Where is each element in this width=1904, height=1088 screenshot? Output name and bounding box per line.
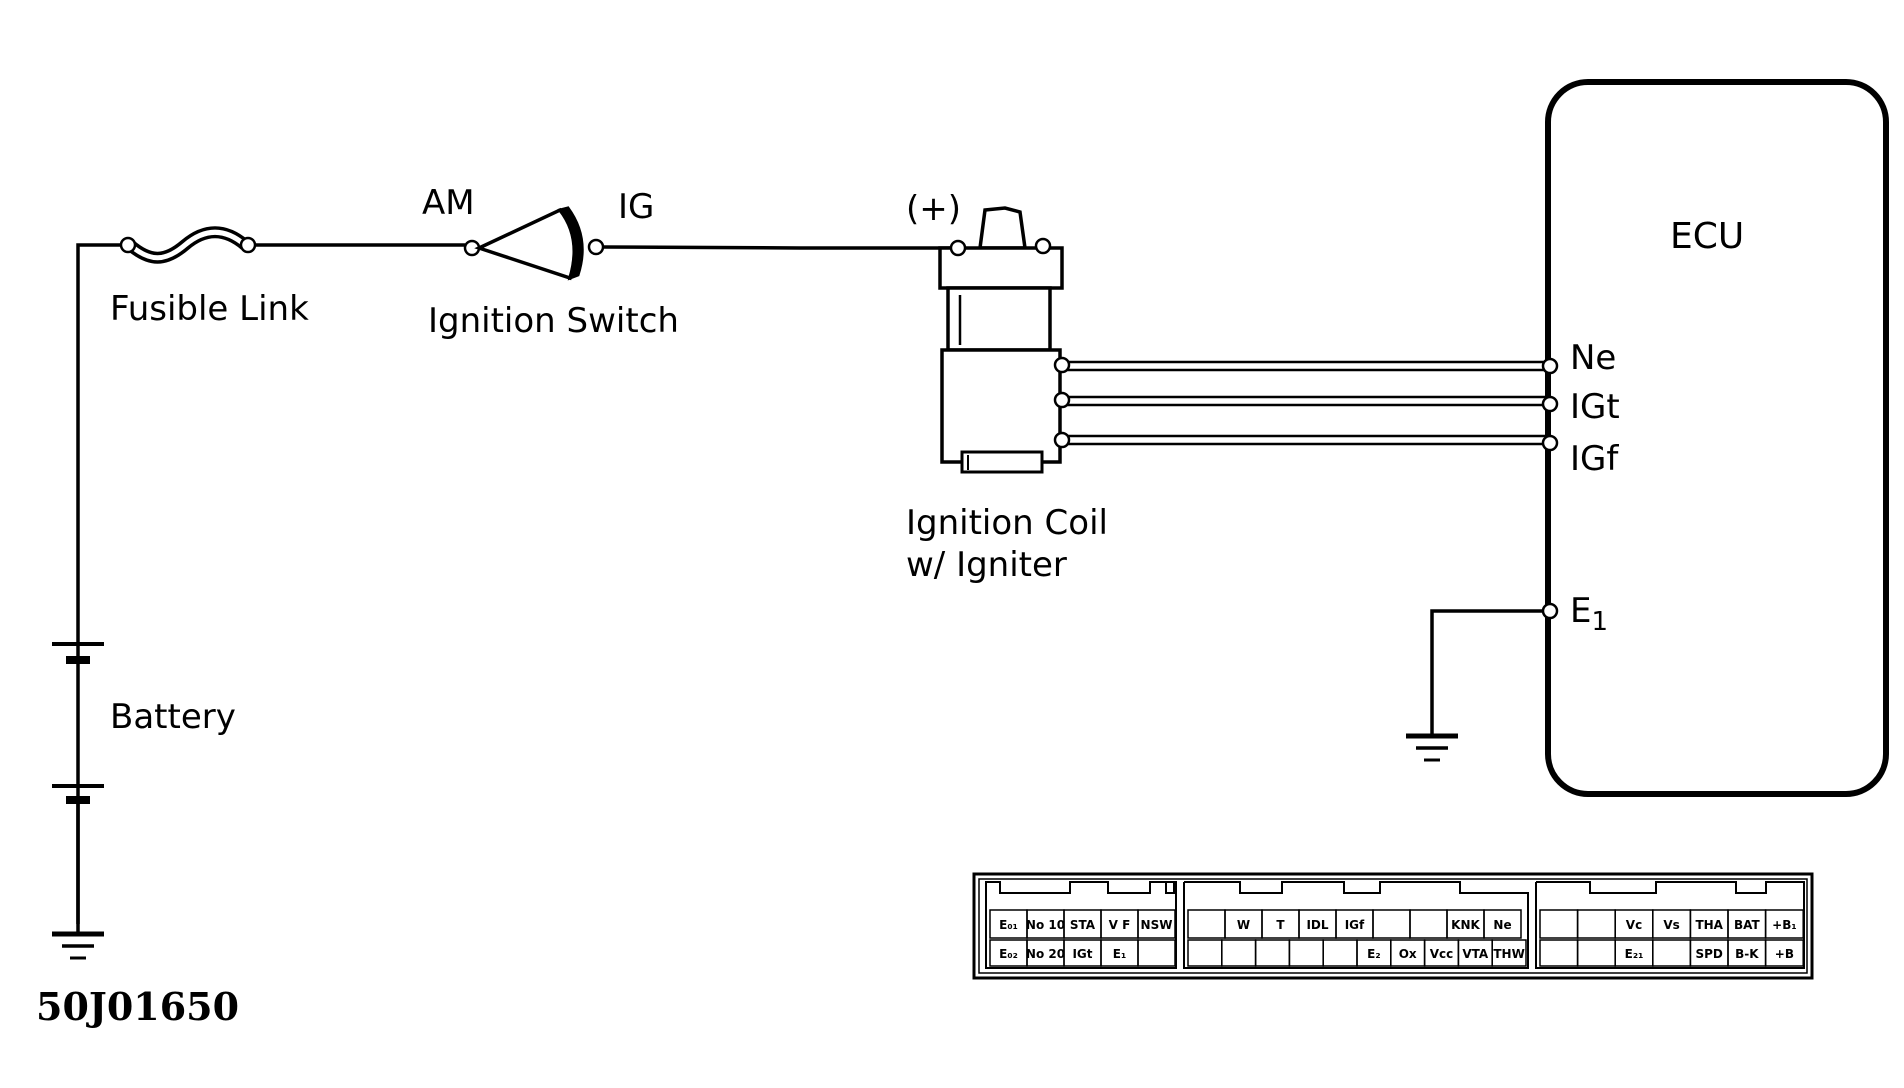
connector-pin-label: BAT bbox=[1734, 918, 1761, 932]
ecu-igf-label: IGf bbox=[1570, 439, 1619, 479]
signal-wires bbox=[1053, 356, 1550, 449]
connector-pin-cell bbox=[1483, 909, 1522, 939]
connector-pin-label: +B bbox=[1775, 947, 1794, 961]
connector-pin-label: Vcc bbox=[1430, 947, 1454, 961]
ecu-ne-label: Ne bbox=[1570, 338, 1616, 378]
e1-ground-wire bbox=[1430, 609, 1543, 736]
connector-pin-label: STA bbox=[1070, 918, 1096, 932]
ignition-switch-label: Ignition Switch bbox=[428, 301, 679, 341]
connector-pin-label: Ne bbox=[1493, 918, 1511, 932]
battery-ground-symbol bbox=[52, 931, 104, 960]
connector-pin-cell bbox=[1764, 909, 1804, 939]
igniter-igf-terminal bbox=[1053, 431, 1071, 449]
ignition-coil-label-line2: w/ Igniter bbox=[906, 545, 1067, 585]
connector-pin-label: VTA bbox=[1462, 947, 1489, 961]
connector-pin-label: E₁ bbox=[1113, 947, 1126, 961]
ecu-ne-terminal bbox=[1541, 357, 1559, 375]
battery-label: Battery bbox=[110, 697, 236, 737]
ignition-coil-with-igniter bbox=[938, 206, 1064, 474]
connector-pin-label: T bbox=[1276, 918, 1285, 932]
connector-pin-label: V F bbox=[1109, 918, 1131, 932]
ecu-e1-label-sub: 1 bbox=[1591, 607, 1608, 637]
connector-pin-label: THW bbox=[1493, 947, 1524, 961]
connector-pin-cell bbox=[1137, 939, 1176, 967]
connector-pin-label: KNK bbox=[1451, 918, 1480, 932]
connector-pin-label: E₂₁ bbox=[1625, 947, 1644, 961]
ignition-switch-ig-terminal bbox=[587, 238, 605, 256]
connector-pin-label: Vc bbox=[1626, 918, 1642, 932]
ignition-coil-plus-terminal bbox=[949, 239, 967, 257]
connector-pin-label: NSW bbox=[1141, 918, 1173, 932]
connector-pin-label: Vs bbox=[1663, 918, 1679, 932]
battery-feed-wire bbox=[76, 243, 128, 924]
ecu-box bbox=[1545, 79, 1889, 797]
ecu-e1-terminal bbox=[1541, 602, 1559, 620]
connector-pin-cell bbox=[1137, 909, 1176, 939]
fusible-link bbox=[119, 226, 257, 264]
connector-pin-label: E₀₁ bbox=[999, 918, 1018, 932]
ecu-ground-symbol bbox=[1406, 733, 1458, 762]
igniter-ne-terminal bbox=[1053, 356, 1071, 374]
connector-pin-label: No 20 bbox=[1026, 947, 1065, 961]
connector-pin-label: Ox bbox=[1399, 947, 1417, 961]
am-label: AM bbox=[422, 183, 475, 223]
connector-pin-label: No 10 bbox=[1026, 918, 1065, 932]
connector-pin-label: E₂ bbox=[1367, 947, 1380, 961]
connector-pin-label: IGt bbox=[1072, 947, 1092, 961]
fusible-link-terminal-left bbox=[119, 236, 137, 254]
ecu-igt-label: IGt bbox=[1570, 387, 1620, 427]
connector-block-left: E₀₁ No 10 STA V F NSW E₀₂ No 20 IGt E₁ bbox=[985, 881, 1177, 969]
fusible-link-terminal-right bbox=[239, 236, 257, 254]
connector-pin-cell bbox=[1764, 939, 1804, 967]
igniter-igt-terminal bbox=[1053, 391, 1071, 409]
ecu-label: ECU bbox=[1670, 216, 1744, 257]
connector-block-right: Vc Vs THA BAT +B₁ E₂₁ SPD B-K +B bbox=[1535, 881, 1805, 969]
ignition-switch bbox=[463, 206, 605, 281]
connector-pin-label: THA bbox=[1695, 918, 1723, 932]
fusible-link-label: Fusible Link bbox=[110, 289, 309, 329]
connector-pin-label: B-K bbox=[1735, 947, 1759, 961]
wire-to-ignition-coil bbox=[602, 245, 950, 250]
ecu-connector-face: E₀₁ No 10 STA V F NSW E₀₂ No 20 IGt E₁ W T IDL IGf… bbox=[972, 872, 1814, 980]
connector-pin-label: IGf bbox=[1345, 918, 1365, 932]
connector-pin-label: E₀₂ bbox=[999, 947, 1018, 961]
diagram-code: 50J01650 bbox=[36, 984, 239, 1029]
ecu-igf-terminal bbox=[1541, 434, 1559, 452]
battery-symbol bbox=[52, 642, 104, 804]
connector-block-middle: W T IDL IGf KNK Ne E₂ Ox Vcc VTA THW bbox=[1183, 881, 1529, 969]
ig-label: IG bbox=[618, 187, 654, 227]
ecu-igt-terminal bbox=[1541, 395, 1559, 413]
ecu-e1-label: E1 bbox=[1570, 591, 1608, 637]
coil-plus-label: (+) bbox=[906, 189, 961, 229]
connector-pin-label: IDL bbox=[1306, 918, 1328, 932]
connector-pin-cell bbox=[1491, 939, 1527, 967]
ecu-e1-label-main: E bbox=[1570, 591, 1591, 631]
ignition-coil-secondary-terminal bbox=[1034, 237, 1052, 255]
connector-pin-label: SPD bbox=[1695, 947, 1722, 961]
connector-pin-label: W bbox=[1237, 918, 1250, 932]
ignition-coil-label-line1: Ignition Coil bbox=[906, 503, 1108, 543]
connector-pin-label: +B₁ bbox=[1772, 918, 1796, 932]
